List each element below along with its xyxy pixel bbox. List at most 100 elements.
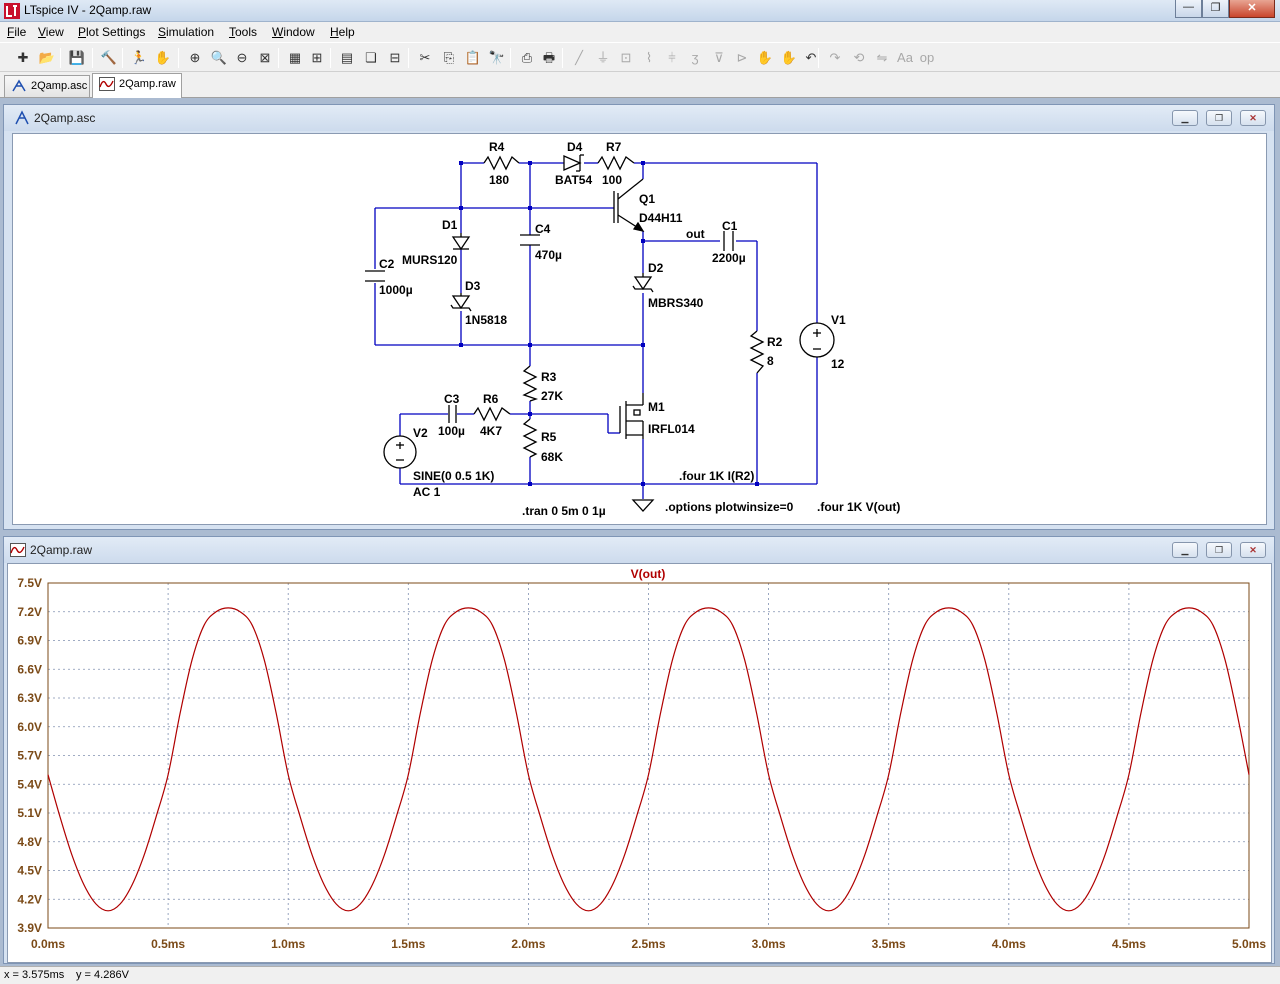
maximize-button[interactable]: ❐ — [1202, 0, 1229, 18]
resistor-r6 — [473, 406, 511, 422]
toolbar-separator — [408, 48, 409, 68]
status-bar: x = 3.575ms y = 4.286V — [0, 966, 1280, 984]
diode-d4 — [563, 154, 584, 172]
move-icon[interactable]: ✋ — [756, 50, 774, 65]
resistor-r2 — [749, 330, 765, 374]
waveform-minimize-button[interactable]: ▁ — [1172, 542, 1198, 558]
schematic-maximize-button[interactable]: ❐ — [1206, 110, 1232, 126]
text-icon[interactable]: Aa — [897, 50, 913, 65]
capacitor-icon[interactable]: ⫩ — [668, 50, 676, 65]
zoom-pan-icon[interactable]: 🔍 — [210, 50, 228, 65]
wire-icon[interactable]: ╱ — [575, 50, 583, 65]
trace-label-vout[interactable]: V(out) — [631, 567, 666, 581]
halt-icon[interactable]: ✋ — [154, 50, 172, 65]
trace-vout[interactable] — [47, 607, 1250, 912]
tab-waveform[interactable]: 2Qamp.raw — [92, 73, 182, 98]
m1-name: M1 — [648, 400, 665, 414]
y-axis: 7.5V7.2V6.9V6.6V6.3V6.0V5.7V5.4V5.1V4.8V… — [17, 576, 42, 935]
redo-icon[interactable]: ↷ — [829, 50, 841, 65]
paste-icon[interactable]: 📋 — [464, 50, 482, 65]
tile-horizontal-icon[interactable]: ▤ — [340, 50, 354, 65]
schematic-close-button[interactable]: ✕ — [1240, 110, 1266, 126]
cascade-icon[interactable]: ❏ — [365, 50, 377, 65]
tab-schematic[interactable]: 2Qamp.asc — [4, 75, 90, 97]
new-schematic-icon[interactable]: ✚ — [17, 50, 29, 65]
cut-icon[interactable]: ✂ — [419, 50, 431, 65]
find-icon[interactable]: 🔭 — [488, 50, 506, 65]
diode-icon[interactable]: ⊽ — [714, 50, 724, 65]
r4-name: R4 — [489, 140, 505, 154]
schematic-canvas[interactable]: R4 180 D4 BAT54 R7 100 Q1 D44H11 C1 2200… — [12, 133, 1267, 525]
r3-value: 27K — [541, 389, 563, 403]
zoom-out-icon[interactable]: ⊖ — [236, 50, 248, 65]
drag-icon[interactable]: ✋ — [780, 50, 798, 65]
run-icon[interactable]: 🏃 — [130, 50, 148, 65]
ground-icon[interactable]: ⏚ — [596, 50, 610, 65]
menu-file[interactable]: File — [7, 25, 27, 39]
inductor-icon[interactable]: ʒ — [691, 50, 699, 65]
menu-window[interactable]: Window — [272, 25, 315, 39]
copy-icon[interactable]: ⎘ — [443, 50, 455, 65]
rotate-icon[interactable]: ⟲ — [853, 50, 865, 65]
zoom-fit-icon[interactable]: ⊠ — [259, 50, 271, 65]
mirror-icon[interactable]: ⇋ — [876, 50, 888, 65]
d1-value: MURS120 — [402, 253, 458, 267]
minimize-button[interactable]: — — [1175, 0, 1202, 18]
resistor-icon[interactable]: ⌇ — [645, 50, 653, 65]
c4-value: 470µ — [535, 248, 562, 262]
voltage-source-v2 — [383, 435, 417, 469]
r7-name: R7 — [606, 140, 622, 154]
m1-value: IRFL014 — [648, 422, 695, 436]
c3-value: 100µ — [438, 424, 465, 438]
x-tick-label: 2.0ms — [511, 937, 545, 951]
diode-d3 — [450, 293, 472, 312]
x-tick-label: 2.5ms — [631, 937, 665, 951]
menu-tools[interactable]: Tools — [229, 25, 258, 39]
schematic-minimize-button[interactable]: ▁ — [1172, 110, 1198, 126]
component-icon[interactable]: ⊳ — [736, 50, 748, 65]
undo-icon[interactable]: ↶ — [805, 50, 817, 65]
menu-plot-settings[interactable]: Plot Settings — [78, 25, 146, 39]
schematic-drawing: R4 180 D4 BAT54 R7 100 Q1 D44H11 C1 2200… — [365, 140, 900, 518]
capacitor-c2 — [365, 270, 385, 282]
y-tick-label: 6.9V — [17, 634, 42, 648]
print-icon[interactable]: 🖶 — [542, 50, 556, 65]
x-tick-label: 0.5ms — [151, 937, 185, 951]
y-tick-label: 6.6V — [17, 662, 42, 676]
toolbar-separator — [122, 48, 123, 68]
cursor-y-readout: y = 4.286V — [76, 969, 129, 981]
label-net-icon[interactable]: ⊡ — [620, 50, 632, 65]
save-icon[interactable]: 💾 — [68, 50, 86, 65]
c4-name: C4 — [535, 222, 551, 236]
r5-value: 68K — [541, 450, 563, 464]
control-panel-icon[interactable]: 🔨 — [100, 50, 118, 65]
zoom-in-icon[interactable]: ⊕ — [189, 50, 201, 65]
close-all-icon[interactable]: ⊟ — [389, 50, 401, 65]
autorange-icon[interactable]: ▦ — [288, 50, 302, 65]
q1-name: Q1 — [639, 192, 655, 206]
grid-icon[interactable]: ⊞ — [311, 50, 323, 65]
print-setup-icon[interactable]: ⎙ — [521, 50, 533, 65]
schematic-icon — [15, 110, 29, 125]
menu-help[interactable]: Help — [330, 25, 355, 39]
junctions — [459, 161, 759, 486]
toolbar-separator — [92, 48, 93, 68]
open-icon[interactable]: 📂 — [38, 50, 56, 65]
d3-value: 1N5818 — [465, 313, 507, 327]
waveform-icon — [10, 543, 26, 557]
waveform-icon — [99, 77, 115, 91]
diode-d2 — [632, 273, 654, 293]
waveform-close-button[interactable]: ✕ — [1240, 542, 1266, 558]
capacitor-c4 — [520, 234, 540, 246]
menu-view[interactable]: View — [38, 25, 64, 39]
menu-simulation[interactable]: Simulation — [158, 25, 215, 39]
waveform-maximize-button[interactable]: ❐ — [1206, 542, 1232, 558]
v2-value: SINE(0 0.5 1K) — [413, 469, 494, 483]
waveform-window-title-bar: 2Qamp.raw ▁ ❐ ✕ — [4, 537, 1274, 563]
capacitor-c3 — [448, 405, 457, 423]
close-button[interactable]: ✕ — [1229, 0, 1275, 18]
v1-name: V1 — [831, 313, 846, 327]
spice-directive-icon[interactable]: op — [919, 50, 935, 65]
resistor-r5 — [522, 418, 538, 458]
